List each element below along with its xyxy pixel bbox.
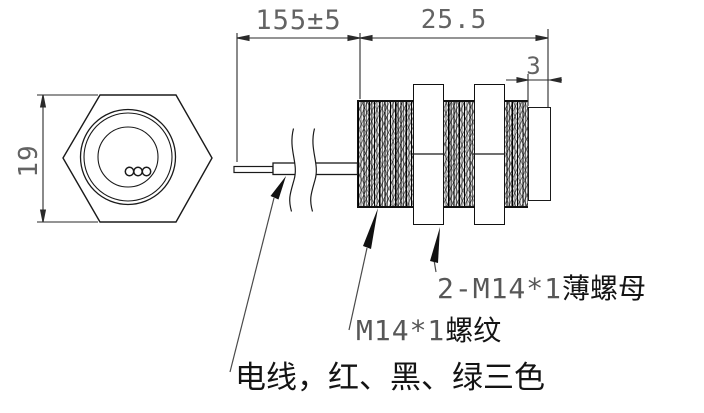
leader-thread-arrow [363,208,378,249]
leader-wire-arrow [270,176,286,200]
end-cap [527,107,551,201]
face-ring-chamfer [83,112,173,202]
break-line-2 [310,128,317,212]
callout-thread-code: M14*1 [356,314,446,347]
face-ring-outer [79,108,177,206]
contact-dot-2 [133,166,143,177]
dim-cap-thickness: 3 [526,52,542,80]
callout-thin-nuts-text: 薄螺母 [562,274,647,305]
thin-nut-1 [412,84,444,225]
contact-dot-1 [124,166,135,177]
callout-thin-nuts: 2-M14*1薄螺母 [437,267,646,307]
callout-thread: M14*1螺纹 [356,309,501,349]
callout-thin-nuts-code: 2-M14*1 [437,272,563,305]
thin-nut-2 [473,84,505,225]
contact-dot-3 [141,166,152,177]
dim-body-length: 25.5 [420,5,488,35]
break-gap [289,128,317,212]
cable-jacket [272,162,359,176]
cable [233,128,359,212]
break-line-1 [289,128,296,212]
face-ring-inner [97,126,159,188]
callout-thread-text: 螺纹 [445,316,502,347]
dim-cable-length: 155±5 [255,5,342,36]
leader-wire [229,197,275,373]
leader-nut [433,259,437,273]
hex-outline [62,94,213,223]
callout-wire-colors: 电线，红、黑、绿三色 [235,360,545,395]
front-view [62,94,213,223]
dim-19-lines [37,94,98,223]
wire-tip [233,165,274,174]
leader-nut-arrow [430,227,440,263]
dim-hex-height: 19 [14,144,44,178]
